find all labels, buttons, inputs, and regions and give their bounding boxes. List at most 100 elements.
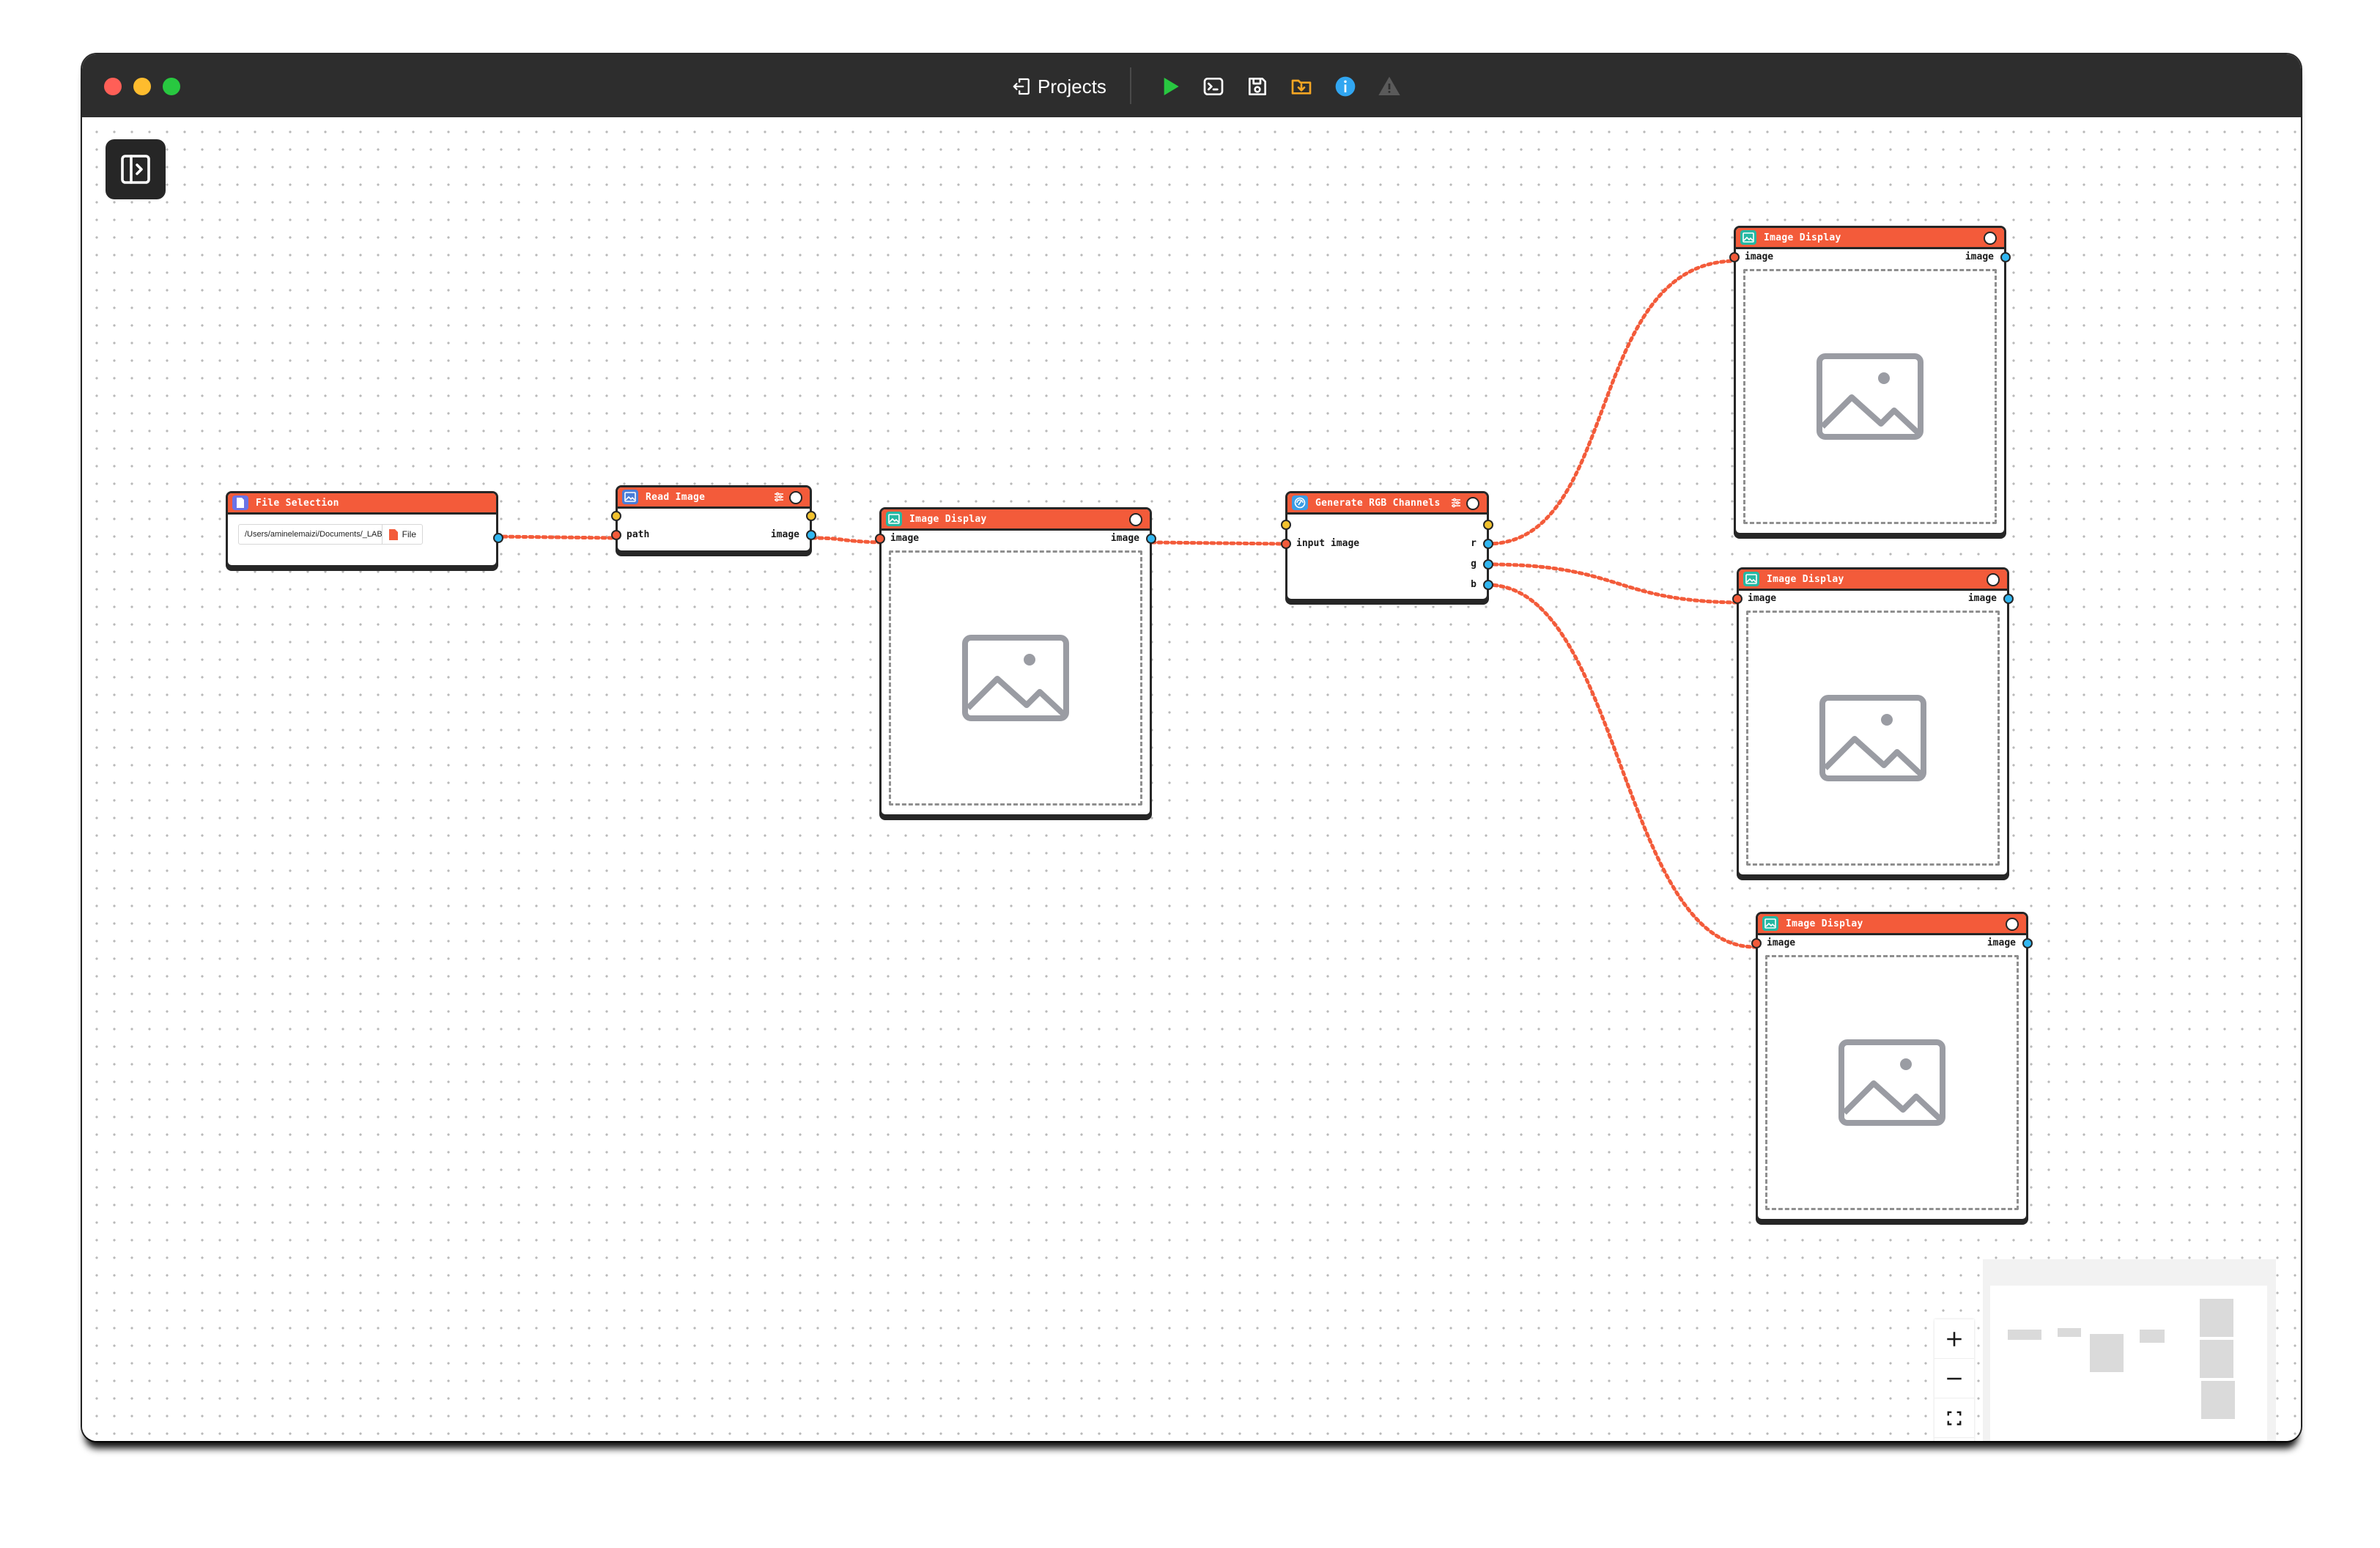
port-image-input[interactable] <box>875 534 885 544</box>
image-placeholder-icon <box>1817 353 1923 440</box>
node-status-toggle[interactable] <box>789 491 802 504</box>
node-header[interactable]: Generate RGB Channels <box>1287 493 1487 515</box>
zoom-in-button[interactable] <box>1934 1319 1974 1359</box>
port-label-image-in: image <box>1748 593 1777 604</box>
minimap-node <box>2200 1299 2233 1337</box>
minimize-window-button[interactable] <box>133 78 151 95</box>
node-status-toggle[interactable] <box>2006 918 2019 931</box>
port-label-image-out: image <box>1967 593 1997 604</box>
node-title: Image Display <box>1786 918 1863 929</box>
save-button[interactable] <box>1243 72 1272 101</box>
node-header[interactable]: Image Display <box>882 509 1150 531</box>
node-header[interactable]: Image Display <box>1736 228 2004 249</box>
projects-icon <box>1013 78 1030 95</box>
port-b-output[interactable] <box>1483 580 1493 590</box>
port-rgb-trigger-out[interactable] <box>1483 520 1493 530</box>
node-title: Image Display <box>909 513 987 525</box>
edge-file-to-read[interactable] <box>495 534 617 540</box>
port-rgb-trigger-in[interactable] <box>1281 520 1291 530</box>
sidebar-panel-icon <box>121 155 150 184</box>
image-placeholder-icon <box>1819 695 1926 781</box>
port-label-image-in: image <box>890 533 920 544</box>
image-preview-area <box>1765 955 2019 1210</box>
node-header[interactable]: File Selection <box>228 493 496 515</box>
port-r-output[interactable] <box>1483 539 1493 549</box>
node-title: Image Display <box>1767 573 1844 585</box>
folder-download-icon <box>1291 79 1312 95</box>
port-input-image[interactable] <box>1281 539 1291 549</box>
node-generate-rgb-channels[interactable]: Generate RGB Channels input image r g b <box>1281 491 1493 601</box>
terminal-button[interactable] <box>1199 72 1228 101</box>
edge-read-to-display[interactable] <box>810 536 882 545</box>
file-path-value: /Users/aminelemaizi/Documents/_LAB/Co <box>245 530 382 539</box>
edge-b-to-display[interactable] <box>1485 583 1758 949</box>
port-image-output[interactable] <box>2022 938 2033 948</box>
settings-icon[interactable] <box>1450 497 1462 509</box>
zoom-out-button[interactable] <box>1934 1359 1974 1398</box>
node-status-toggle[interactable] <box>1984 232 1997 245</box>
port-image-input[interactable] <box>1732 594 1742 604</box>
export-button[interactable] <box>1287 72 1316 101</box>
node-file-selection[interactable]: File Selection /Users/aminelemaizi/Docum… <box>226 491 503 567</box>
port-path-input[interactable] <box>611 530 621 540</box>
minimap-viewport <box>1990 1286 2267 1441</box>
port-image-input[interactable] <box>1729 252 1740 262</box>
node-image-display-g[interactable]: Image Display image image <box>1732 567 2014 877</box>
projects-label: Projects <box>1038 75 1106 97</box>
node-status-toggle[interactable] <box>1466 497 1479 510</box>
zoom-in-icon <box>1947 1331 1962 1346</box>
port-read-trigger-in[interactable] <box>611 511 621 521</box>
close-window-button[interactable] <box>104 78 122 95</box>
minimap[interactable] <box>1983 1259 2276 1441</box>
settings-icon[interactable] <box>773 491 785 503</box>
image-icon <box>622 490 638 504</box>
fit-view-button[interactable] <box>1934 1398 1974 1438</box>
choose-file-button[interactable]: File <box>381 525 422 544</box>
port-image-input[interactable] <box>1751 938 1762 948</box>
image-icon <box>886 512 902 526</box>
projects-button[interactable]: Projects <box>1011 73 1106 100</box>
warning-icon <box>1378 76 1400 95</box>
minimap-node <box>2090 1334 2124 1372</box>
node-title: Read Image <box>646 491 706 503</box>
palette-icon <box>1292 495 1308 510</box>
node-title: Generate RGB Channels <box>1315 497 1441 509</box>
image-preview-area <box>889 550 1142 806</box>
zoom-out-icon <box>1947 1377 1962 1379</box>
node-read-image[interactable]: Read Image path image <box>611 485 816 553</box>
port-label-b: b <box>1471 579 1477 590</box>
edge-r-to-display[interactable] <box>1485 259 1736 546</box>
node-header[interactable]: Read Image <box>618 487 810 509</box>
node-image-display-r[interactable]: Image Display image image <box>1729 226 2011 535</box>
sidebar-toggle-button[interactable] <box>106 139 166 199</box>
node-status-toggle[interactable] <box>1129 513 1142 526</box>
lock-button[interactable] <box>1934 1438 1974 1441</box>
node-canvas[interactable]: File Selection /Users/aminelemaizi/Docum… <box>82 117 2301 1441</box>
info-icon <box>1335 76 1356 97</box>
node-image-display-b[interactable]: Image Display image image <box>1751 912 2033 1221</box>
port-g-output[interactable] <box>1483 559 1493 570</box>
file-icon <box>232 495 248 510</box>
minimap-node <box>2201 1381 2235 1419</box>
node-image-display[interactable]: Image Display image image <box>875 507 1156 817</box>
canvas-controls <box>1934 1319 1974 1441</box>
node-status-toggle[interactable] <box>1987 573 2000 586</box>
port-image-output[interactable] <box>2000 252 2011 262</box>
node-header[interactable]: Image Display <box>1739 570 2007 591</box>
node-header[interactable]: Image Display <box>1758 914 2026 935</box>
run-button[interactable] <box>1156 72 1186 101</box>
port-image-output[interactable] <box>1146 534 1156 544</box>
port-label-input-image: input image <box>1296 538 1360 549</box>
port-read-trigger-out[interactable] <box>806 511 816 521</box>
warning-button[interactable] <box>1375 72 1404 101</box>
edge-g-to-display[interactable] <box>1485 562 1739 605</box>
image-preview-area <box>1746 611 2000 866</box>
file-path-field[interactable]: /Users/aminelemaizi/Documents/_LAB/Co Fi… <box>238 524 423 545</box>
info-button[interactable] <box>1331 72 1360 101</box>
zoom-window-button[interactable] <box>163 78 180 95</box>
port-image-output[interactable] <box>2003 594 2014 604</box>
image-icon <box>1762 916 1778 931</box>
edge-display-to-rgb[interactable] <box>1150 540 1286 546</box>
port-image-output[interactable] <box>806 530 816 540</box>
port-file-output[interactable] <box>493 533 503 543</box>
